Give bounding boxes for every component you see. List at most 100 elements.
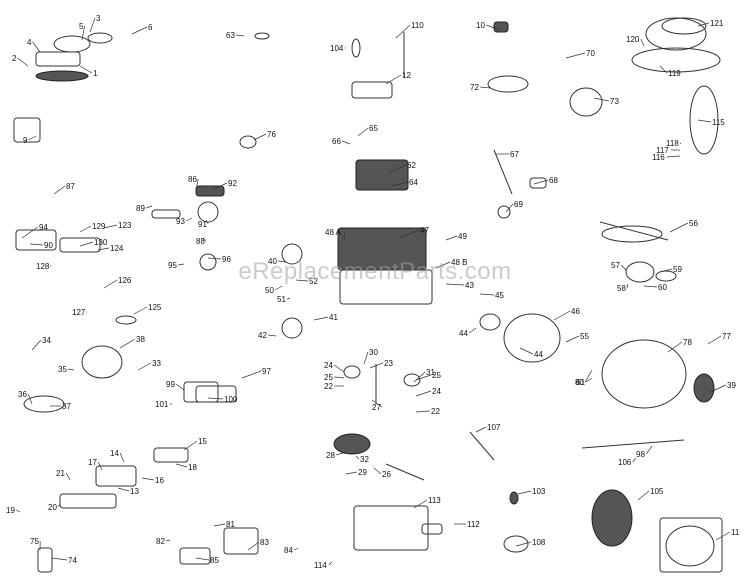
- callout-number: 120: [626, 35, 640, 44]
- callout-number: 4: [27, 38, 32, 47]
- leader-line: [517, 490, 532, 495]
- leader-line: [278, 260, 287, 263]
- part-shape: [631, 47, 721, 73]
- callout-number: 49: [458, 232, 467, 241]
- part-shape: [355, 159, 409, 191]
- leader-line: [119, 452, 125, 463]
- part-shape: [81, 345, 123, 379]
- callout-number: 5: [79, 22, 84, 31]
- leader-line: [399, 229, 420, 239]
- callout-number: 21: [56, 469, 65, 478]
- part-shape: [493, 21, 509, 33]
- callout-number: 89: [136, 204, 145, 213]
- leader-line: [178, 263, 185, 266]
- callout-number: 60: [658, 283, 667, 292]
- callout-number: 77: [722, 332, 731, 341]
- callout-number: 100: [224, 395, 238, 404]
- callout-number: 85: [210, 556, 219, 565]
- leader-line: [505, 203, 514, 213]
- callout-number: 91: [198, 220, 207, 229]
- leader-line: [415, 410, 431, 413]
- leader-line: [294, 547, 299, 551]
- leader-line: [79, 225, 92, 233]
- callout-number: 81: [226, 520, 235, 529]
- callout-number: 67: [510, 150, 519, 159]
- part-shape: [645, 17, 707, 51]
- part-shape: [351, 38, 361, 58]
- leader-line: [709, 384, 727, 393]
- part-shape: [223, 527, 259, 555]
- callout-number: 66: [332, 137, 341, 146]
- leader-line: [333, 364, 345, 373]
- part-shape: [503, 535, 529, 553]
- callout-number: 48 B: [451, 258, 467, 267]
- callout-number: 34: [42, 336, 51, 345]
- callout-number: 33: [152, 359, 161, 368]
- part-shape: [353, 505, 429, 551]
- leader-line: [479, 293, 495, 296]
- leader-line: [51, 557, 68, 561]
- callout-number: 55: [580, 332, 589, 341]
- callout-number: 24: [324, 361, 333, 370]
- leader-line: [31, 339, 42, 351]
- leader-line: [369, 362, 384, 369]
- leader-line: [313, 316, 329, 321]
- callout-number: 101: [155, 400, 169, 409]
- callout-number: 75: [30, 537, 39, 546]
- callout-number: 129: [92, 222, 106, 231]
- callout-number: 23: [384, 359, 393, 368]
- leader-line: [175, 383, 185, 391]
- callout-number: 18: [188, 463, 197, 472]
- callout-number: 48 A: [325, 228, 342, 237]
- callout-number: 117: [656, 146, 669, 155]
- part-shape: [239, 135, 257, 149]
- leader-line: [640, 38, 645, 47]
- callout-number: 1: [93, 69, 98, 78]
- part-shape: [23, 395, 65, 413]
- callout-number: 113: [428, 496, 441, 505]
- leader-line: [468, 327, 477, 334]
- callout-number: 17: [88, 458, 97, 467]
- part-shape: [569, 87, 603, 117]
- part-shape: [655, 270, 677, 282]
- leader-line: [247, 541, 260, 551]
- callout-number: 92: [228, 179, 237, 188]
- leader-line: [186, 217, 193, 222]
- leader-line: [183, 440, 198, 451]
- callout-number: 82: [156, 537, 165, 546]
- callout-number: 119: [668, 69, 681, 78]
- leader-line: [195, 178, 199, 191]
- part-shape: [599, 221, 669, 241]
- callout-number: 29: [358, 468, 367, 477]
- leader-line: [666, 155, 681, 158]
- callout-number: 78: [683, 338, 692, 347]
- part-shape: [591, 489, 633, 547]
- part-shape: [385, 463, 425, 481]
- leader-line: [445, 283, 465, 286]
- callout-number: 116: [652, 153, 665, 162]
- callout-number: 41: [329, 313, 338, 322]
- part-shape: [529, 177, 547, 189]
- leader-line: [207, 257, 222, 260]
- callout-number: 69: [514, 200, 523, 209]
- leader-line: [475, 426, 487, 433]
- leader-line: [445, 235, 458, 241]
- callout-number: 118: [666, 139, 679, 148]
- part-shape: [254, 32, 270, 40]
- leader-line: [415, 374, 432, 381]
- leader-line: [637, 490, 650, 501]
- part-shape: [581, 439, 685, 449]
- part-shape: [333, 433, 371, 455]
- leader-line: [17, 57, 29, 67]
- callout-number: 104: [330, 44, 344, 53]
- part-shape: [195, 185, 225, 197]
- leader-line: [328, 561, 333, 566]
- leader-line: [205, 219, 209, 225]
- callout-number: 63: [226, 31, 235, 40]
- leader-line: [632, 457, 637, 463]
- leader-line: [207, 397, 224, 400]
- leader-line: [137, 362, 152, 371]
- callout-number: 25: [432, 371, 441, 380]
